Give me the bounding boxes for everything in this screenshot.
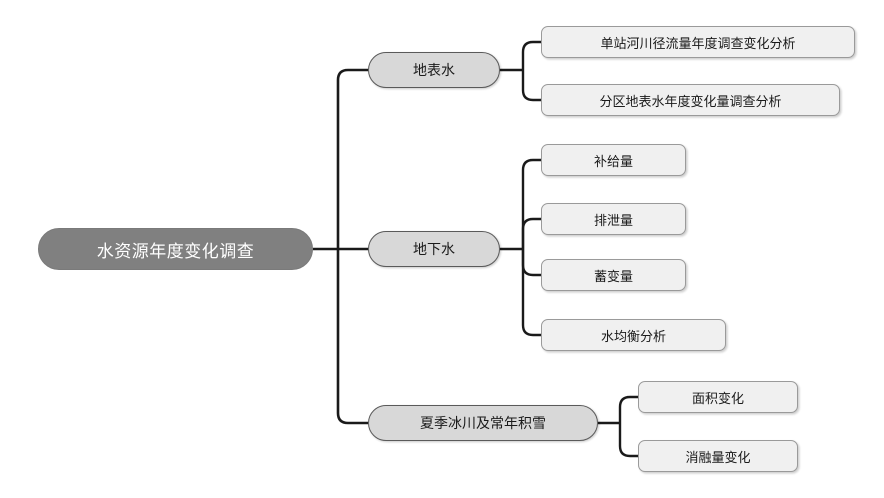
branch-node-glacier-snow-label: 夏季冰川及常年积雪 — [420, 416, 546, 432]
connector-root-to-surface-water — [336, 68, 368, 249]
leaf-node-melt-change[interactable]: 消融量变化 — [638, 440, 798, 472]
root-node[interactable]: 水资源年度变化调查 — [38, 228, 313, 270]
leaf-node-area-change-label: 面积变化 — [691, 391, 744, 407]
connector-groundwater-to-discharge — [521, 217, 541, 249]
branch-node-surface-water-label: 地表水 — [413, 63, 455, 79]
connector-surface-water-to-single-station-runoff — [521, 40, 541, 70]
leaf-node-discharge[interactable]: 排泄量 — [541, 203, 686, 235]
branch-node-groundwater-label: 地下水 — [413, 242, 455, 258]
connector-glacier-snow-to-melt-change — [618, 423, 638, 458]
connector-surface-water-to-zoned-surface-water — [521, 70, 541, 102]
leaf-node-recharge[interactable]: 补给量 — [541, 144, 686, 176]
connector-groundwater-to-recharge — [521, 158, 541, 249]
leaf-node-area-change[interactable]: 面积变化 — [638, 381, 798, 413]
leaf-node-water-balance[interactable]: 水均衡分析 — [541, 319, 726, 351]
leaf-node-single-station-runoff-label: 单站河川径流量年度调查变化分析 — [600, 36, 796, 52]
connector-groundwater-to-storage-change — [521, 249, 541, 277]
branch-node-glacier-snow[interactable]: 夏季冰川及常年积雪 — [368, 405, 598, 441]
branch-node-groundwater[interactable]: 地下水 — [368, 231, 500, 267]
root-node-label: 水资源年度变化调查 — [96, 241, 255, 262]
connector-glacier-snow-to-area-change — [618, 395, 638, 423]
leaf-node-storage-change-label: 蓄变量 — [593, 269, 633, 285]
leaf-node-zoned-surface-water-label: 分区地表水年度变化量调查分析 — [599, 94, 782, 110]
branch-node-surface-water[interactable]: 地表水 — [368, 52, 500, 88]
leaf-node-single-station-runoff[interactable]: 单站河川径流量年度调查变化分析 — [541, 26, 855, 58]
leaf-node-storage-change[interactable]: 蓄变量 — [541, 259, 686, 291]
connector-groundwater-to-water-balance — [521, 249, 541, 337]
connector-root-to-glacier-snow — [336, 249, 368, 425]
leaf-node-water-balance-label: 水均衡分析 — [600, 329, 666, 345]
leaf-node-zoned-surface-water[interactable]: 分区地表水年度变化量调查分析 — [541, 84, 840, 116]
leaf-node-discharge-label: 排泄量 — [593, 213, 633, 229]
leaf-node-melt-change-label: 消融量变化 — [685, 450, 751, 466]
leaf-node-recharge-label: 补给量 — [593, 154, 633, 170]
